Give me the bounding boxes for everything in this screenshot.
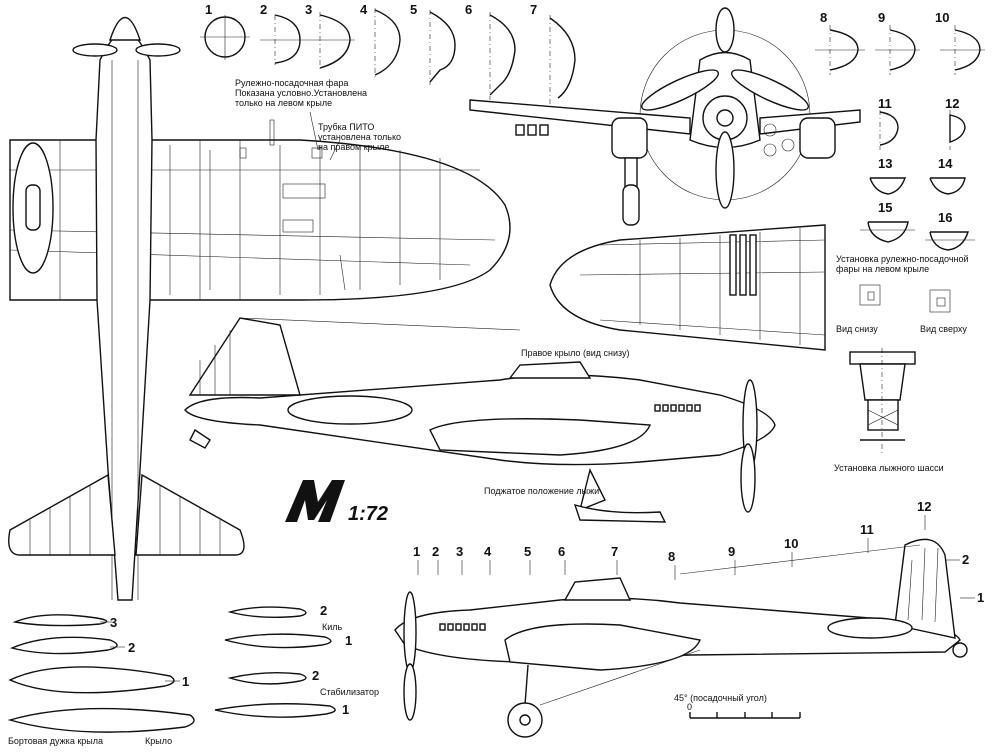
- station-label: 11: [860, 522, 874, 537]
- wheel-prop-lower: [403, 663, 417, 721]
- light-views: [859, 284, 951, 313]
- plan-spinner: [109, 17, 141, 41]
- station-label: 10: [784, 536, 798, 551]
- annotation-line: установлена только: [318, 132, 401, 142]
- ski-wing: [429, 418, 652, 456]
- wing-profile-num: 3: [110, 615, 117, 630]
- right-wing-bottom-label: Правое крыло (вид снизу): [521, 348, 630, 358]
- plan-wing-fairing: [12, 142, 54, 274]
- view-top-label: Вид сверху: [920, 324, 967, 334]
- stab-profile-num: 2: [312, 668, 319, 683]
- ski-tail: [189, 428, 211, 449]
- annotation-line: Трубка ПИТО: [318, 122, 374, 132]
- section-num: 16: [938, 210, 952, 225]
- section-num: 14: [938, 156, 953, 171]
- annotation-line: фары на левом крыле: [836, 264, 929, 274]
- section-num: 3: [305, 2, 312, 17]
- station-label: 8: [668, 549, 675, 564]
- scale-tick: 0: [687, 702, 692, 712]
- wheel-fin: [894, 538, 956, 639]
- section-num: 13: [878, 156, 892, 171]
- section-num: 10: [935, 10, 949, 25]
- station-label: 1: [413, 544, 420, 559]
- side-view-wheels: 1 2 3 4 5 6 7 8 9 10 11 12 2 1: [394, 499, 984, 738]
- plan-view: [8, 17, 511, 601]
- publisher-logo: 1:72: [285, 480, 388, 525]
- stabilizer-label: Стабилизатор: [320, 687, 379, 697]
- section-num: 4: [360, 2, 368, 17]
- landing-angle-label: 45° (посадочный угол): [674, 693, 767, 703]
- section-num: 12: [945, 96, 959, 111]
- station-label: 4: [484, 544, 492, 559]
- station-label: 2: [432, 544, 439, 559]
- airfoil-profiles: 3 2 1 2 1 2 1 Киль Стабилизатор Бортовая…: [7, 603, 379, 746]
- ski-detail: [849, 348, 916, 455]
- side-station-lines: [417, 515, 926, 580]
- annotation-line: Установка рулежно-посадочной: [836, 254, 969, 264]
- station-label: 3: [456, 544, 463, 559]
- wheel-prop-upper: [403, 591, 417, 673]
- fin-label: Киль: [322, 622, 343, 632]
- fin-profile-num: 2: [320, 603, 327, 618]
- front-view: [469, 7, 861, 226]
- wheel-canopy: [563, 577, 632, 601]
- wing-profile-num: 1: [182, 674, 189, 689]
- annotation-line: Рулежно-посадочная фара: [235, 78, 348, 88]
- tail-marker: 2: [962, 552, 969, 567]
- wing-root-label: Бортовая дужка крыла: [8, 736, 103, 746]
- wing-profile-num: 2: [128, 640, 135, 655]
- right-wing-bottom-view: [549, 224, 826, 351]
- ski-retracted-label: Поджатое положение лыжи: [484, 486, 599, 496]
- view-bottom-label: Вид снизу: [836, 324, 878, 334]
- logo-scale: 1:72: [348, 503, 388, 525]
- station-label: 7: [611, 544, 618, 559]
- ski-fin: [188, 317, 301, 396]
- wheel-stabilizer: [827, 617, 913, 639]
- section-num: 5: [410, 2, 417, 17]
- plan-left-wing: [9, 139, 511, 301]
- wheel-wing: [504, 623, 701, 671]
- section-num: 2: [260, 2, 267, 17]
- stab-profile-num: 1: [342, 702, 349, 717]
- section-num: 15: [878, 200, 892, 215]
- section-num: 8: [820, 10, 827, 25]
- ski-canopy: [508, 361, 592, 379]
- top-sections: 1 2 3 4 5 6 7 8 9 10 11 12: [200, 2, 985, 251]
- annotation-line: только на левом крыле: [235, 98, 332, 108]
- plan-stabilizer-left: [8, 473, 116, 556]
- tail-marker: 1: [977, 590, 984, 605]
- section-num: 7: [530, 2, 537, 17]
- plan-stabilizer-right: [135, 473, 245, 556]
- section-num: 9: [878, 10, 885, 25]
- annotation-line: Показана условно.Установлена: [235, 88, 367, 98]
- plan-prop-right: [135, 43, 181, 57]
- scale-bar: 0: [687, 702, 801, 719]
- plan-prop-left: [72, 43, 118, 57]
- station-label: 6: [558, 544, 565, 559]
- logo-m-glyph: [285, 480, 345, 522]
- ski-stabilizer: [287, 395, 413, 425]
- fin-profile-num: 1: [345, 633, 352, 648]
- station-label: 5: [524, 544, 531, 559]
- section-num: 1: [205, 2, 212, 17]
- ski-install-label: Установка лыжного шасси: [834, 463, 944, 473]
- annotation-line: на правом крыле: [318, 142, 389, 152]
- wing-label: Крыло: [145, 736, 172, 746]
- ski-exhausts: [654, 404, 701, 412]
- section-num: 6: [465, 2, 472, 17]
- wheel-exhausts: [439, 623, 486, 631]
- section-num: 11: [878, 96, 892, 111]
- ski-prop-lower: [740, 443, 756, 513]
- station-label: 9: [728, 544, 735, 559]
- wheel-tail: [952, 642, 968, 658]
- station-label: 12: [917, 499, 931, 514]
- side-view-ski: [184, 317, 776, 523]
- ski-main: [573, 503, 667, 523]
